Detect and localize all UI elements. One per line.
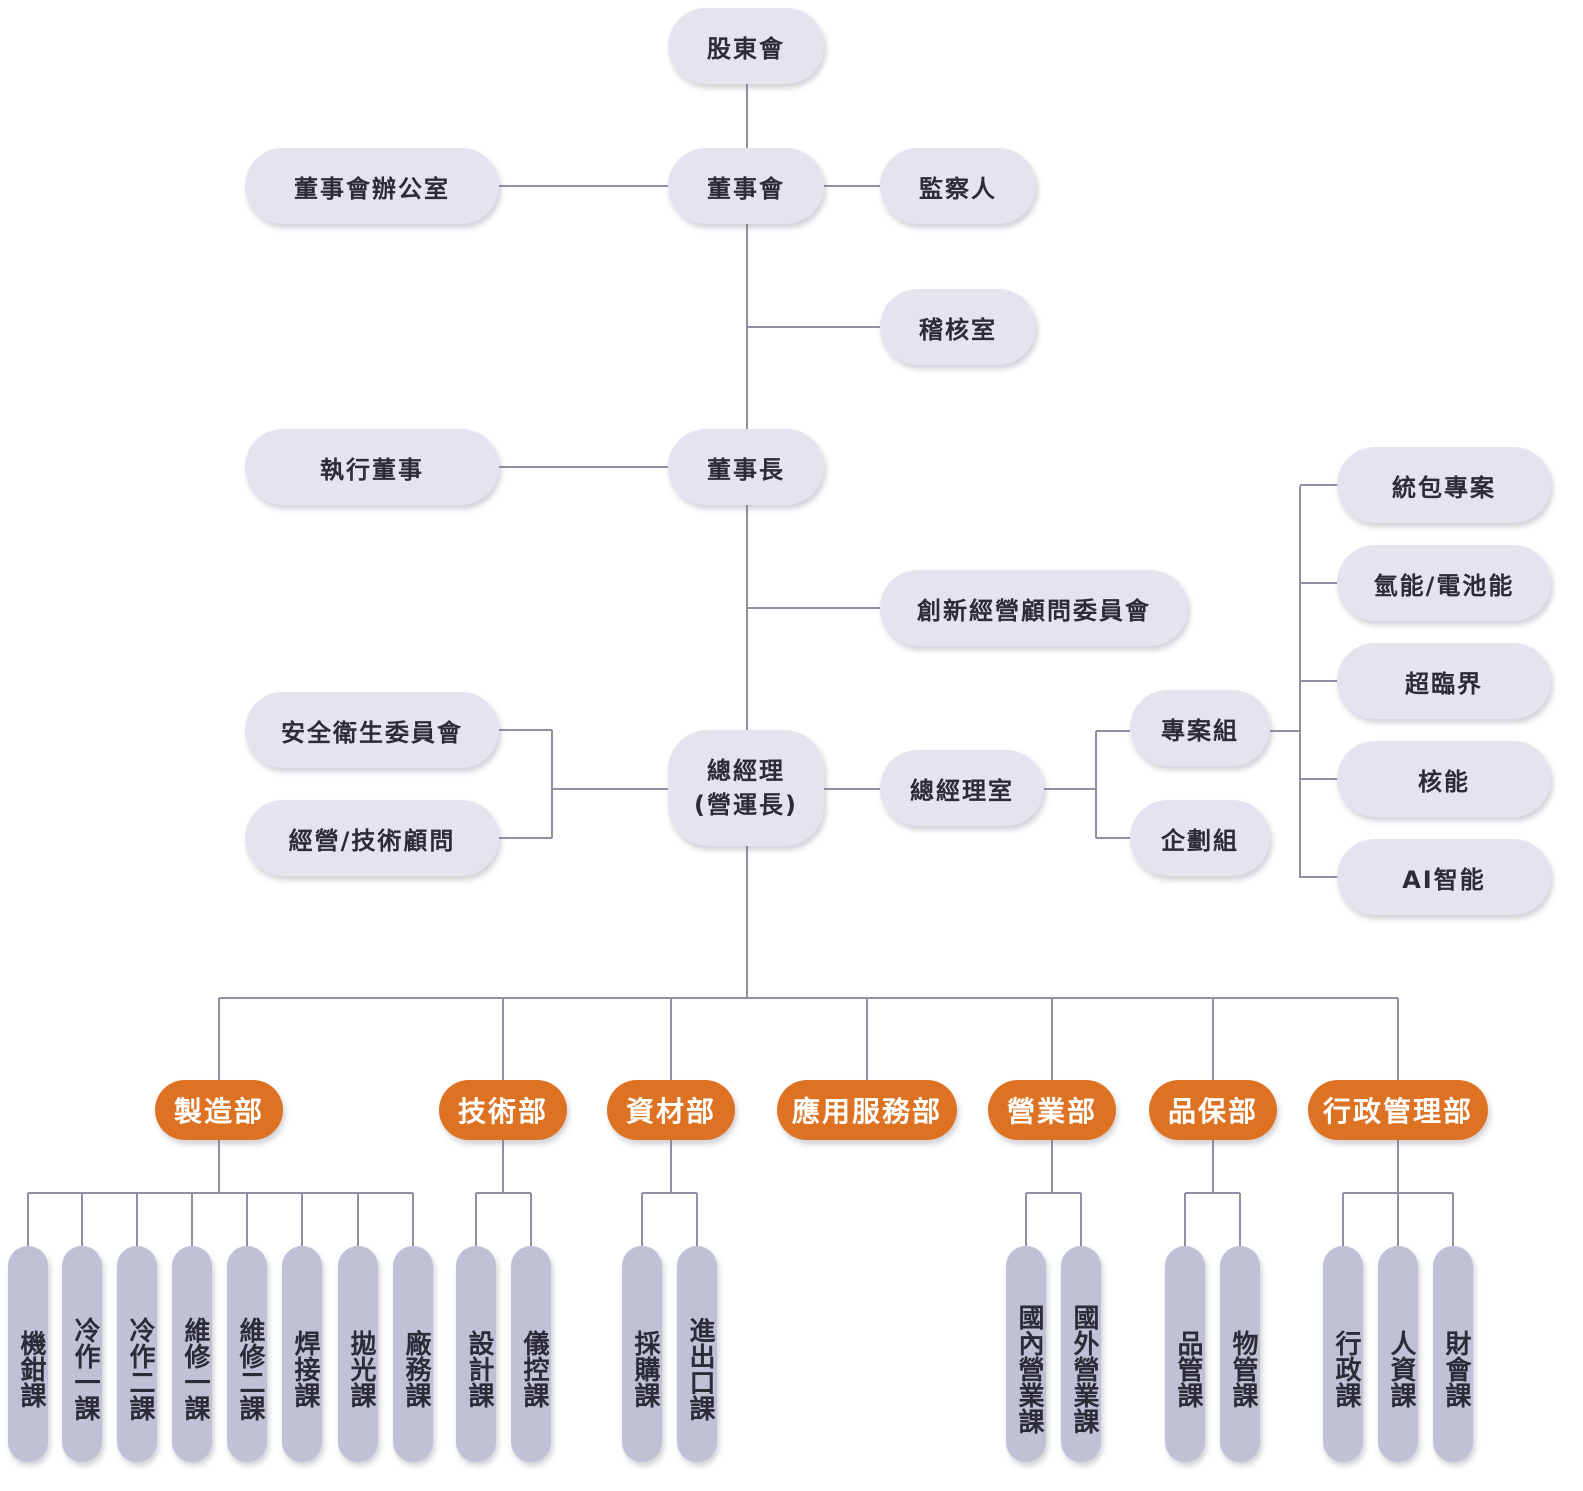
section-node: 財會課 <box>1433 1246 1473 1462</box>
section-node: 國內營業課 <box>1006 1246 1046 1462</box>
section-node: 焊接課 <box>282 1246 322 1462</box>
department-node: 品保部 <box>1149 1080 1277 1140</box>
node-board: 董事會 <box>668 148 824 224</box>
department-node: 行政管理部 <box>1308 1080 1488 1140</box>
section-node: 設計課 <box>456 1246 496 1462</box>
node-shareholders: 股東會 <box>668 8 824 84</box>
section-node: 拋光課 <box>338 1246 378 1462</box>
section-node: 維修二課 <box>227 1246 267 1462</box>
section-node: 廠務課 <box>393 1246 433 1462</box>
department-node: 製造部 <box>155 1080 283 1140</box>
node-general-manager: 總經理 (營運長) <box>668 730 824 846</box>
section-node: 人資課 <box>1378 1246 1418 1462</box>
project-item: 核能 <box>1337 741 1551 817</box>
department-node: 應用服務部 <box>777 1080 957 1140</box>
node-supervisor: 監察人 <box>880 148 1036 224</box>
project-item: 氫能/電池能 <box>1337 545 1551 621</box>
node-project-group: 專案組 <box>1130 690 1270 766</box>
section-node: 進出口課 <box>677 1246 717 1462</box>
section-node: 物管課 <box>1220 1246 1260 1462</box>
section-node: 冷作二課 <box>117 1246 157 1462</box>
node-board-office: 董事會辦公室 <box>245 148 499 224</box>
node-planning-group: 企劃組 <box>1130 800 1270 876</box>
project-item: 超臨界 <box>1337 643 1551 719</box>
section-node: 採購課 <box>622 1246 662 1462</box>
section-node: 維修一課 <box>172 1246 212 1462</box>
department-node: 技術部 <box>439 1080 567 1140</box>
node-gm-office: 總經理室 <box>880 750 1044 826</box>
section-node: 品管課 <box>1165 1246 1205 1462</box>
node-exec-director: 執行董事 <box>245 429 499 505</box>
department-node: 營業部 <box>988 1080 1116 1140</box>
section-node: 行政課 <box>1323 1246 1363 1462</box>
section-node: 機鉗課 <box>8 1246 48 1462</box>
project-item: 統包專案 <box>1337 447 1551 523</box>
node-safety-committee: 安全衛生委員會 <box>245 692 499 768</box>
section-node: 冷作一課 <box>62 1246 102 1462</box>
project-item: AI智能 <box>1337 839 1551 915</box>
node-chairman: 董事長 <box>668 429 824 505</box>
section-node: 儀控課 <box>511 1246 551 1462</box>
department-node: 資材部 <box>607 1080 735 1140</box>
node-audit: 稽核室 <box>880 289 1036 365</box>
node-advisors: 經營/技術顧問 <box>245 800 499 876</box>
section-node: 國外營業課 <box>1061 1246 1101 1462</box>
node-innovation-committee: 創新經營顧問委員會 <box>880 570 1188 646</box>
